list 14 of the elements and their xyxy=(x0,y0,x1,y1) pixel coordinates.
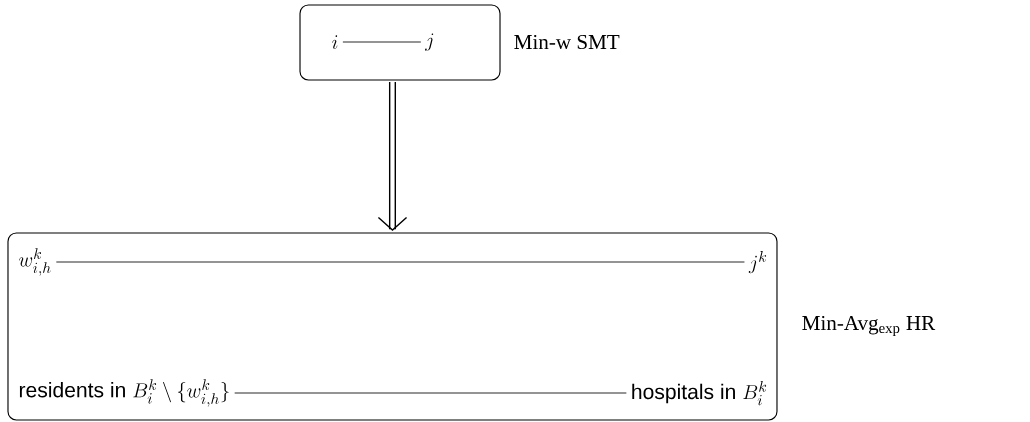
vertex-label: $j$ xyxy=(425,33,434,51)
problem-label: Min-Avg$_{exp}$ HR xyxy=(802,315,936,337)
frame-box xyxy=(299,4,501,81)
vertex-label: $j^k$ xyxy=(748,251,767,274)
edge-line xyxy=(234,392,627,394)
edge-line xyxy=(342,41,422,43)
vertex-label: $w_{i,h}^k$ xyxy=(19,248,51,276)
frame-box xyxy=(7,232,778,421)
implies-arrow xyxy=(377,81,408,231)
edge-line xyxy=(55,261,745,263)
problem-label: Min-w SMT xyxy=(514,34,620,50)
vertex-label: $\text{residents in } B_i^k \setminus \{w_{i,h}^k\}$ xyxy=(19,379,229,407)
vertex-label: $i$ xyxy=(332,35,338,49)
vertex-label: $\text{hospitals in } B_i^k$ xyxy=(632,381,767,406)
